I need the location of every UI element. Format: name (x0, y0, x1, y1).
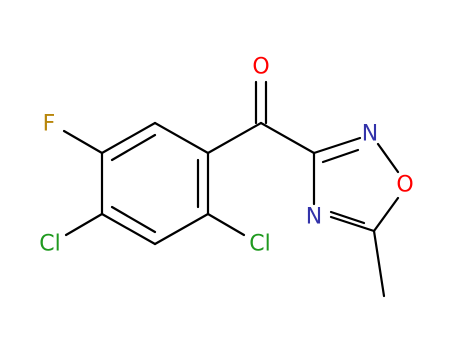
atom-labels: F Cl Cl O N O N (36, 55, 414, 257)
bond-c3-n2 (312, 136, 362, 155)
bond-ring-top-left-inner (110, 133, 157, 162)
bond-c5-methyl (372, 229, 386, 298)
bond-ring-top (153, 121, 210, 155)
bond-c5-n4-inner (329, 210, 366, 225)
nitrogen-bottom-label: N (306, 205, 322, 230)
bond-ring-bottom-left (100, 212, 157, 246)
chlorine-left-label: Cl (39, 232, 60, 257)
bond-c3-n2-inner (321, 148, 360, 164)
nitrogen-top-label: N (362, 122, 378, 147)
bond-ring-bottom-right (153, 212, 210, 246)
bond-n2-o1 (376, 142, 400, 174)
benzene-ring (100, 121, 210, 246)
chlorine-right-label: Cl (249, 232, 270, 257)
carbonyl-oxygen-label: O (252, 55, 269, 80)
bond-c5-n4 (329, 215, 376, 233)
carbonyl-group (254, 80, 316, 155)
bond-ring-bottom-left-inner (110, 205, 157, 234)
ring-oxygen-label: O (396, 173, 413, 198)
bond-o1-c5 (372, 196, 400, 233)
bond-to-chlorine-right (206, 212, 246, 237)
bond-ring-to-carbonyl (206, 121, 263, 155)
bond-to-chlorine-left (64, 212, 104, 237)
fluorine-label: F (43, 112, 56, 137)
bond-carbonyl-to-oxadiazole (259, 121, 316, 155)
substituent-bonds (62, 121, 263, 237)
oxadiazole-ring (312, 136, 400, 298)
bond-to-fluorine (62, 129, 104, 155)
bond-ring-top-left (100, 121, 157, 155)
